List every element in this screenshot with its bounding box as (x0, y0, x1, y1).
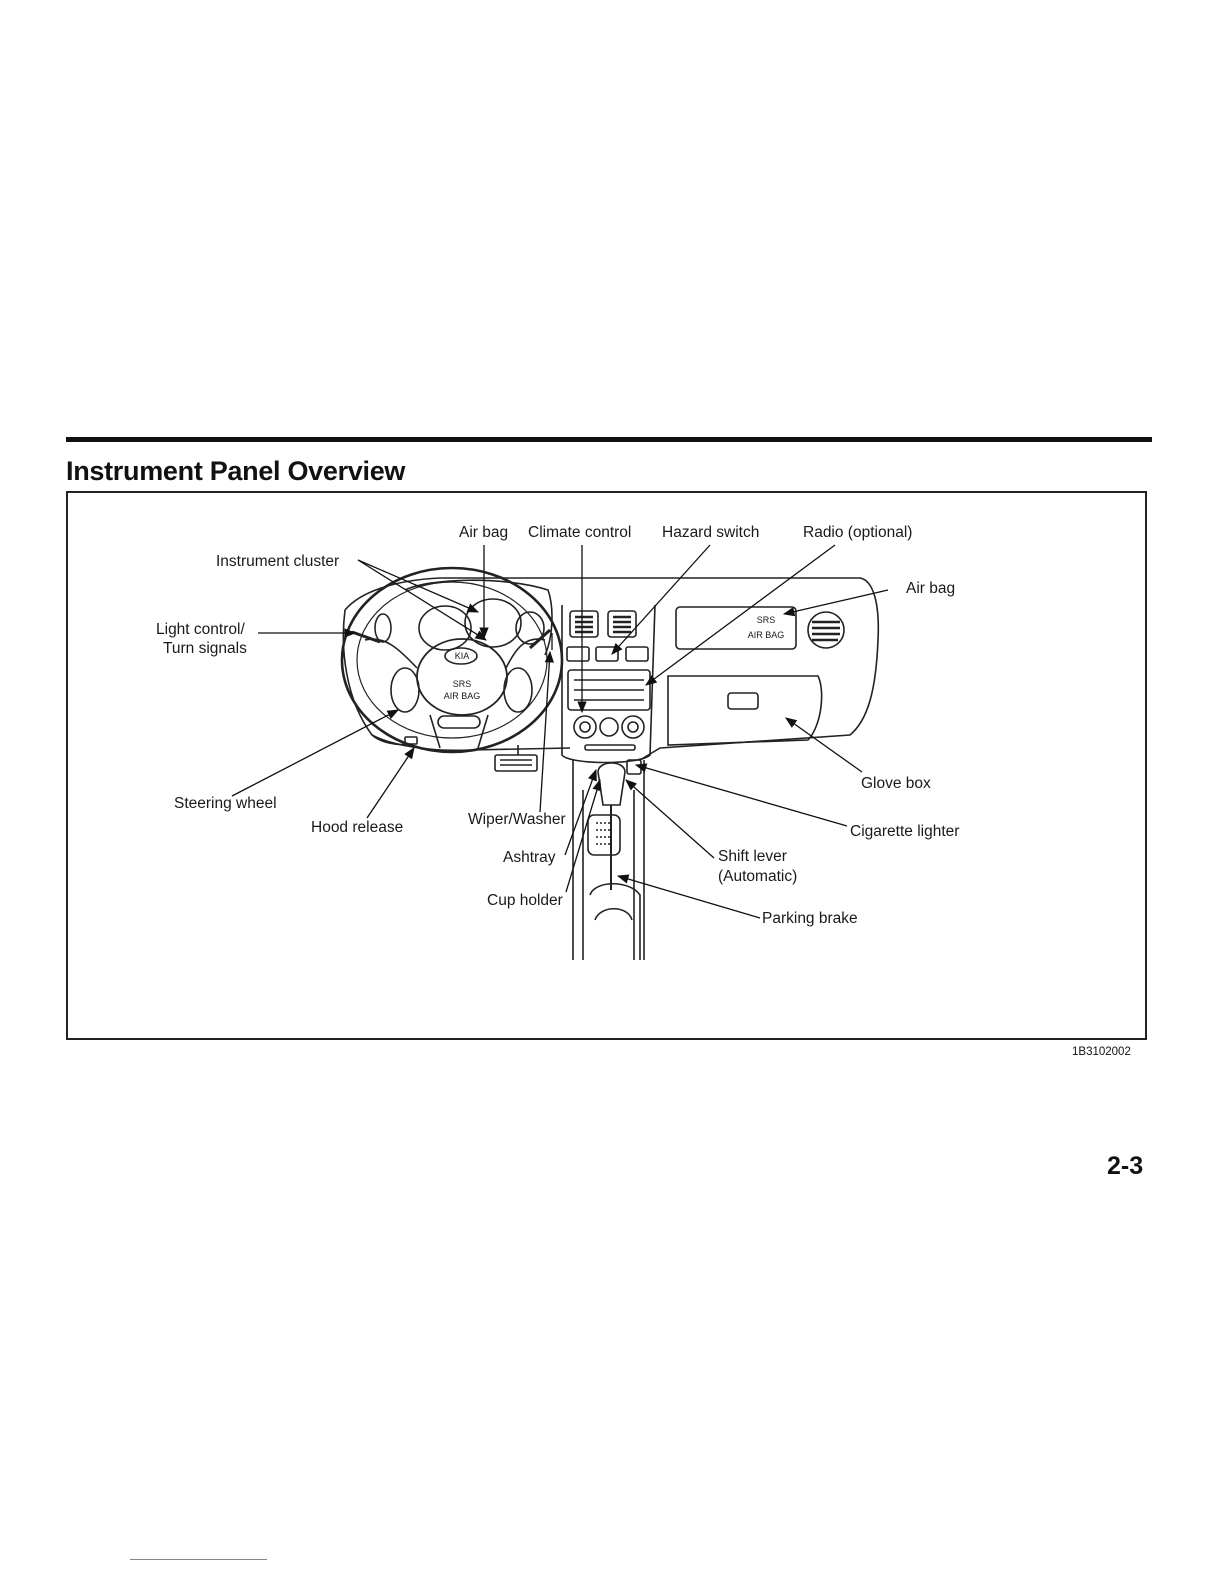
figure-code: 1B3102002 (1072, 1046, 1131, 1058)
logo-mark: KIA (455, 651, 470, 661)
leader-air-bag-right (784, 590, 888, 614)
passenger-srs-mark: SRS (757, 615, 776, 625)
label-turn-signals: Turn signals (163, 640, 247, 657)
label-instrument-cluster: Instrument cluster (216, 553, 339, 570)
label-wiper-washer: Wiper/Washer (468, 811, 566, 828)
label-hazard-switch: Hazard switch (662, 524, 759, 541)
label-cup-holder: Cup holder (487, 892, 563, 909)
label-radio: Radio (optional) (803, 524, 912, 541)
leader-lines (232, 545, 888, 918)
label-glove-box: Glove box (861, 775, 931, 792)
leader-shift-lever (626, 780, 714, 858)
label-light-control: Light control/ (156, 621, 245, 638)
leader-radio (646, 545, 835, 685)
label-air-bag-top: Air bag (459, 524, 508, 541)
label-parking-brake: Parking brake (762, 910, 858, 927)
wheel-airbag-mark: AIR BAG (444, 691, 481, 701)
label-steering-wheel: Steering wheel (174, 795, 277, 812)
label-cigarette-lighter: Cigarette lighter (850, 823, 959, 840)
dashboard-drawing (342, 568, 878, 960)
label-hood-release: Hood release (311, 819, 403, 836)
leader-steering-wheel (232, 710, 398, 796)
label-air-bag-right: Air bag (906, 580, 955, 597)
label-shift-lever: Shift lever (718, 848, 787, 865)
label-climate-control: Climate control (528, 524, 631, 541)
label-ashtray: Ashtray (503, 849, 556, 866)
leader-hood-release (367, 748, 414, 818)
leader-hazard-switch (612, 545, 710, 654)
wheel-srs-mark: SRS (453, 679, 472, 689)
label-shift-lever-automatic: (Automatic) (718, 868, 797, 885)
page-number: 2-3 (1107, 1152, 1143, 1181)
leader-glove-box (786, 718, 862, 772)
passenger-airbag-mark: AIR BAG (748, 630, 785, 640)
footer-line (130, 1559, 267, 1560)
